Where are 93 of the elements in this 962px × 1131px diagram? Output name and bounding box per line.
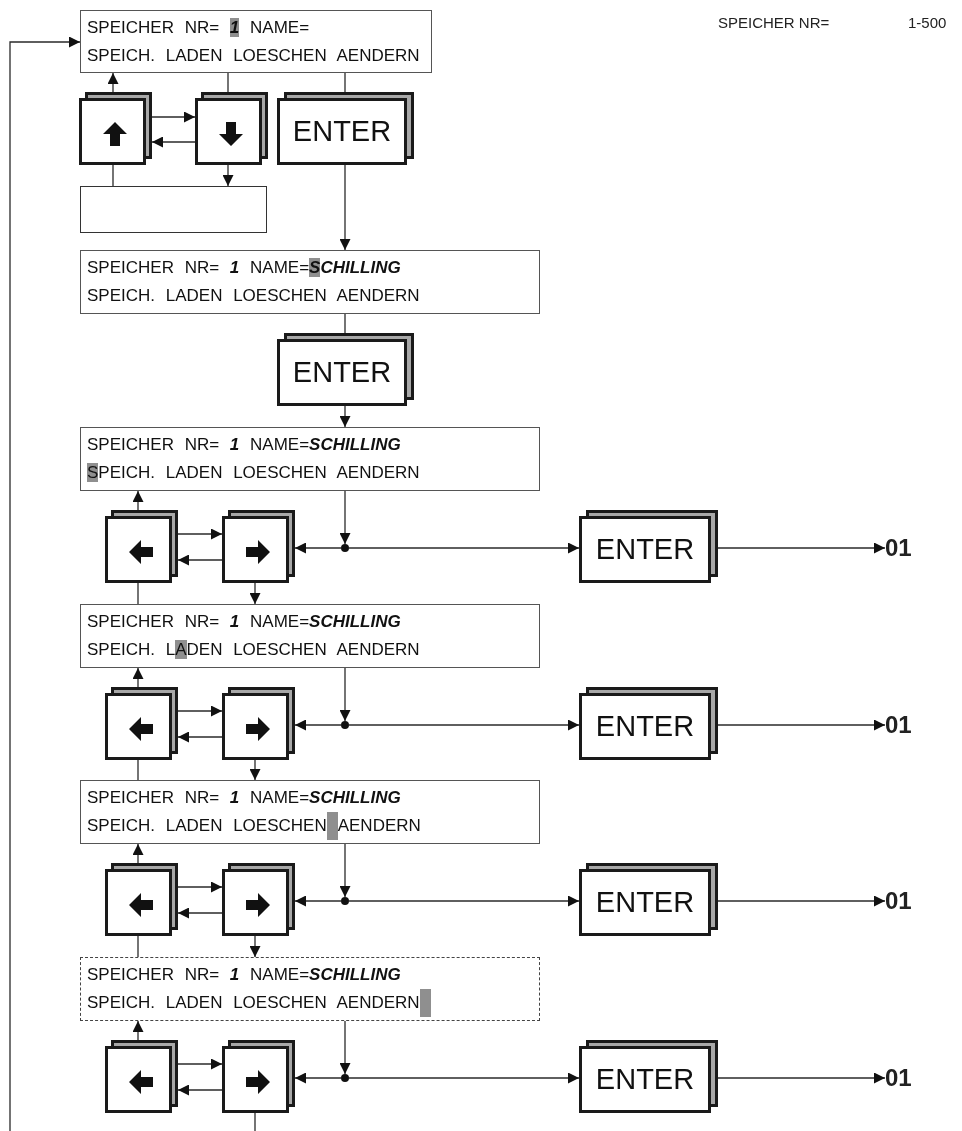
key-label: ENTER: [292, 117, 392, 146]
blank-box: [80, 186, 267, 233]
connector-line: [227, 72, 229, 93]
arrow: [717, 542, 886, 554]
arrow: [177, 528, 223, 540]
display-text: SPEICHER NR= 1 NAME=SCHILLING: [87, 257, 402, 279]
arrow: [177, 554, 223, 566]
arrow: [348, 719, 580, 731]
arrow: [717, 1072, 886, 1084]
arrow: [339, 164, 351, 251]
arrow: [294, 1072, 342, 1084]
arrow: [348, 1072, 580, 1084]
keyboard-key: [222, 510, 295, 583]
enter-key: [579, 1040, 718, 1113]
display-screen: [80, 10, 432, 73]
display-text: SPEICHER NR= 1 NAME=SCHILLING: [87, 434, 402, 456]
keyboard-key: [222, 863, 295, 936]
arrow: [348, 895, 580, 907]
display-text: SPEICHER NR= 1 NAME=SCHILLING: [87, 787, 402, 809]
display-text: SPEICH. LADEN LOESCHEN AENDERN: [87, 639, 421, 661]
display-screen: [80, 604, 540, 668]
arrow: [339, 1020, 351, 1075]
arrow: [151, 111, 196, 123]
arrow: [717, 719, 886, 731]
arrow: [339, 667, 351, 722]
arrow: [177, 907, 223, 919]
output-number: 01: [885, 889, 912, 913]
arrow: [249, 935, 261, 958]
connector-line: [112, 164, 114, 187]
keyboard-key: [105, 510, 178, 583]
key-label: ENTER: [595, 1065, 695, 1094]
arrow: [222, 164, 234, 187]
arrow: [132, 490, 144, 511]
display-text: SPEICHER NR= 1 NAME=: [87, 17, 311, 39]
display-text: SPEICHER NR= 1 NAME=SCHILLING: [87, 611, 402, 633]
display-screen: [80, 780, 540, 844]
arrow: [177, 705, 223, 717]
display-text: SPEICH. LADEN LOESCHEN AENDERN: [87, 285, 421, 307]
keyboard-key: [222, 1040, 295, 1113]
connector-line: [344, 72, 346, 93]
arrow: [339, 490, 351, 545]
arrow: [294, 719, 342, 731]
display-text: SPEICH. LADEN LOESCHEN AENDERN: [87, 462, 421, 484]
arrow: [107, 72, 119, 93]
arrow: [177, 1084, 223, 1096]
enter-key: [579, 687, 718, 760]
arrow: [177, 731, 223, 743]
output-number: 01: [885, 536, 912, 560]
display-screen: [80, 250, 540, 314]
arrow: [132, 667, 144, 688]
connector-line: [254, 1112, 256, 1131]
range-note: 1-500: [908, 13, 947, 33]
arrow: [9, 36, 81, 1131]
keyboard-key: [222, 687, 295, 760]
enter-key: [277, 333, 414, 406]
arrow: [249, 759, 261, 781]
range-note: SPEICHER NR=: [718, 13, 830, 33]
keyboard-key: [195, 92, 268, 165]
keyboard-key: [105, 1040, 178, 1113]
arrow: [177, 881, 223, 893]
arrow: [249, 582, 261, 605]
connector-line: [137, 935, 139, 958]
connector-line: [137, 582, 139, 605]
output-number: 01: [885, 713, 912, 737]
arrow: [339, 405, 351, 428]
output-number: 01: [885, 1066, 912, 1090]
display-text: SPEICHER NR= 1 NAME=SCHILLING: [87, 964, 402, 986]
display-screen: [80, 427, 540, 491]
display-screen: [80, 957, 540, 1021]
enter-key: [579, 863, 718, 936]
arrow: [294, 542, 342, 554]
keyboard-key: [79, 92, 152, 165]
arrow: [717, 895, 886, 907]
key-label: ENTER: [595, 535, 695, 564]
keyboard-key: [105, 687, 178, 760]
display-text: SPEICH. LADEN LOESCHEN AENDERN: [87, 989, 533, 1017]
enter-key: [579, 510, 718, 583]
connector-line: [344, 313, 346, 334]
connector-line: [137, 759, 139, 781]
key-label: ENTER: [292, 358, 392, 387]
arrow: [177, 1058, 223, 1070]
display-text: SPEICH. LADEN LOESCHEN AENDERN: [87, 812, 533, 840]
arrow: [339, 843, 351, 898]
display-text: SPEICH. LADEN LOESCHEN AENDERN: [87, 45, 421, 67]
enter-key: [277, 92, 414, 165]
arrow: [132, 843, 144, 864]
arrow: [294, 895, 342, 907]
arrow: [151, 136, 196, 148]
arrow: [132, 1020, 144, 1041]
arrow: [348, 542, 580, 554]
keyboard-key: [105, 863, 178, 936]
key-label: ENTER: [595, 712, 695, 741]
key-label: ENTER: [595, 888, 695, 917]
